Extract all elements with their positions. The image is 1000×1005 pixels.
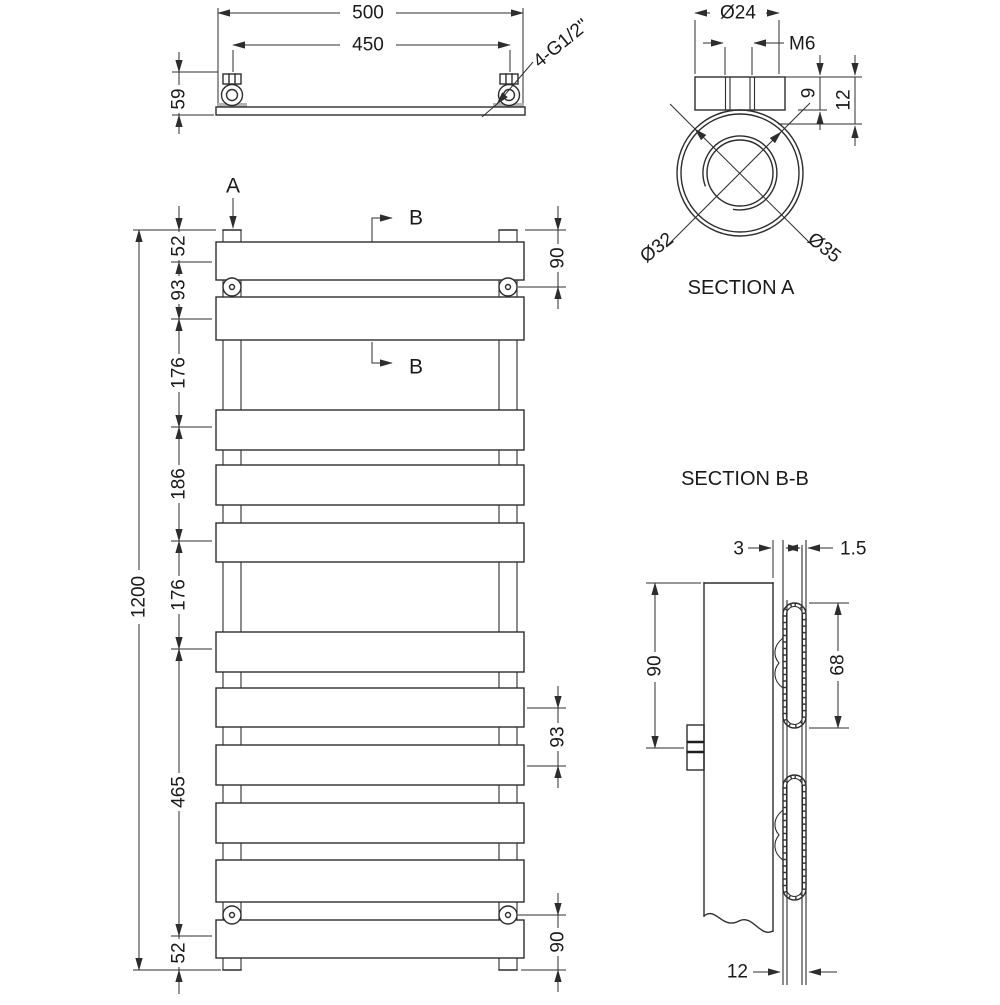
section-marker-a: A <box>226 175 240 198</box>
label-tappings: 4-G1/2" <box>529 15 593 72</box>
dim-overall-width: 500 <box>352 3 384 24</box>
panel-rect <box>215 631 525 673</box>
dim-left-3: 176 <box>169 357 190 389</box>
wall-brackets <box>222 277 518 925</box>
bracket-side-profile <box>686 724 705 771</box>
bracket-boss <box>694 76 786 111</box>
dim-left-4: 186 <box>169 468 190 500</box>
dim-panel-depth: 12 <box>727 962 748 983</box>
panel-rect <box>215 241 525 281</box>
section-a-view: Ø24 M6 9 12 Ø32 Ø35 SECTION A <box>636 3 862 299</box>
section-marker-b-bottom: B <box>409 356 423 379</box>
panel-rect <box>215 464 525 506</box>
panel-rect <box>215 687 525 728</box>
rail-side-profile <box>703 582 774 933</box>
panel-rect <box>215 522 525 563</box>
section-bb-title: SECTION B-B <box>681 468 809 490</box>
panel-rect <box>215 744 525 786</box>
top-plan-view: 500 450 59 <box>169 3 593 134</box>
dim-left-2: 93 <box>169 279 190 300</box>
section-bb-view: SECTION B-B <box>645 468 866 985</box>
section-marker-b-top: B <box>409 207 423 230</box>
dim-boss-height: 9 <box>799 88 820 99</box>
dim-tube-inner: Ø32 <box>636 229 677 268</box>
dim-panel-gap: 3 <box>733 539 744 560</box>
dim-right-middle: 93 <box>548 726 569 747</box>
dim-overall-height: 1200 <box>129 576 150 618</box>
dim-left-7: 52 <box>169 942 190 963</box>
dim-bracket-offset: 90 <box>645 655 666 676</box>
section-a-title: SECTION A <box>688 277 795 299</box>
weld-bump-upper <box>774 637 784 689</box>
panel-section-lower <box>782 774 807 901</box>
dim-panel-wall: 1.5 <box>840 539 866 560</box>
panel-rect <box>215 919 525 959</box>
panel-section-upper <box>782 602 807 729</box>
dim-step-height: 12 <box>834 89 855 110</box>
dim-left-6: 465 <box>169 776 190 808</box>
dim-depth: 59 <box>169 88 190 109</box>
flat-panels <box>215 241 525 959</box>
dim-left-1: 52 <box>169 235 190 256</box>
dim-panel-width: 68 <box>828 654 849 675</box>
panel-rect <box>215 409 525 451</box>
front-elevation: A B B 1200 52 93 176 <box>128 175 569 994</box>
vertical-rails <box>222 229 518 971</box>
dim-thread: M6 <box>789 34 815 55</box>
dim-right-bottom: 90 <box>548 931 569 952</box>
panel-rect <box>215 859 525 903</box>
tapping-left <box>220 73 244 107</box>
dim-left-5: 176 <box>169 579 190 611</box>
radiator-top-edge <box>215 106 526 116</box>
dim-right-top: 90 <box>548 247 569 268</box>
weld-bump-lower <box>774 809 784 861</box>
dim-boss-diameter: Ø24 <box>720 3 756 24</box>
panel-rect <box>215 296 525 341</box>
dim-tapping-centers: 450 <box>352 35 384 56</box>
dim-tube-outer: Ø35 <box>803 229 844 268</box>
panel-rect <box>215 802 525 844</box>
